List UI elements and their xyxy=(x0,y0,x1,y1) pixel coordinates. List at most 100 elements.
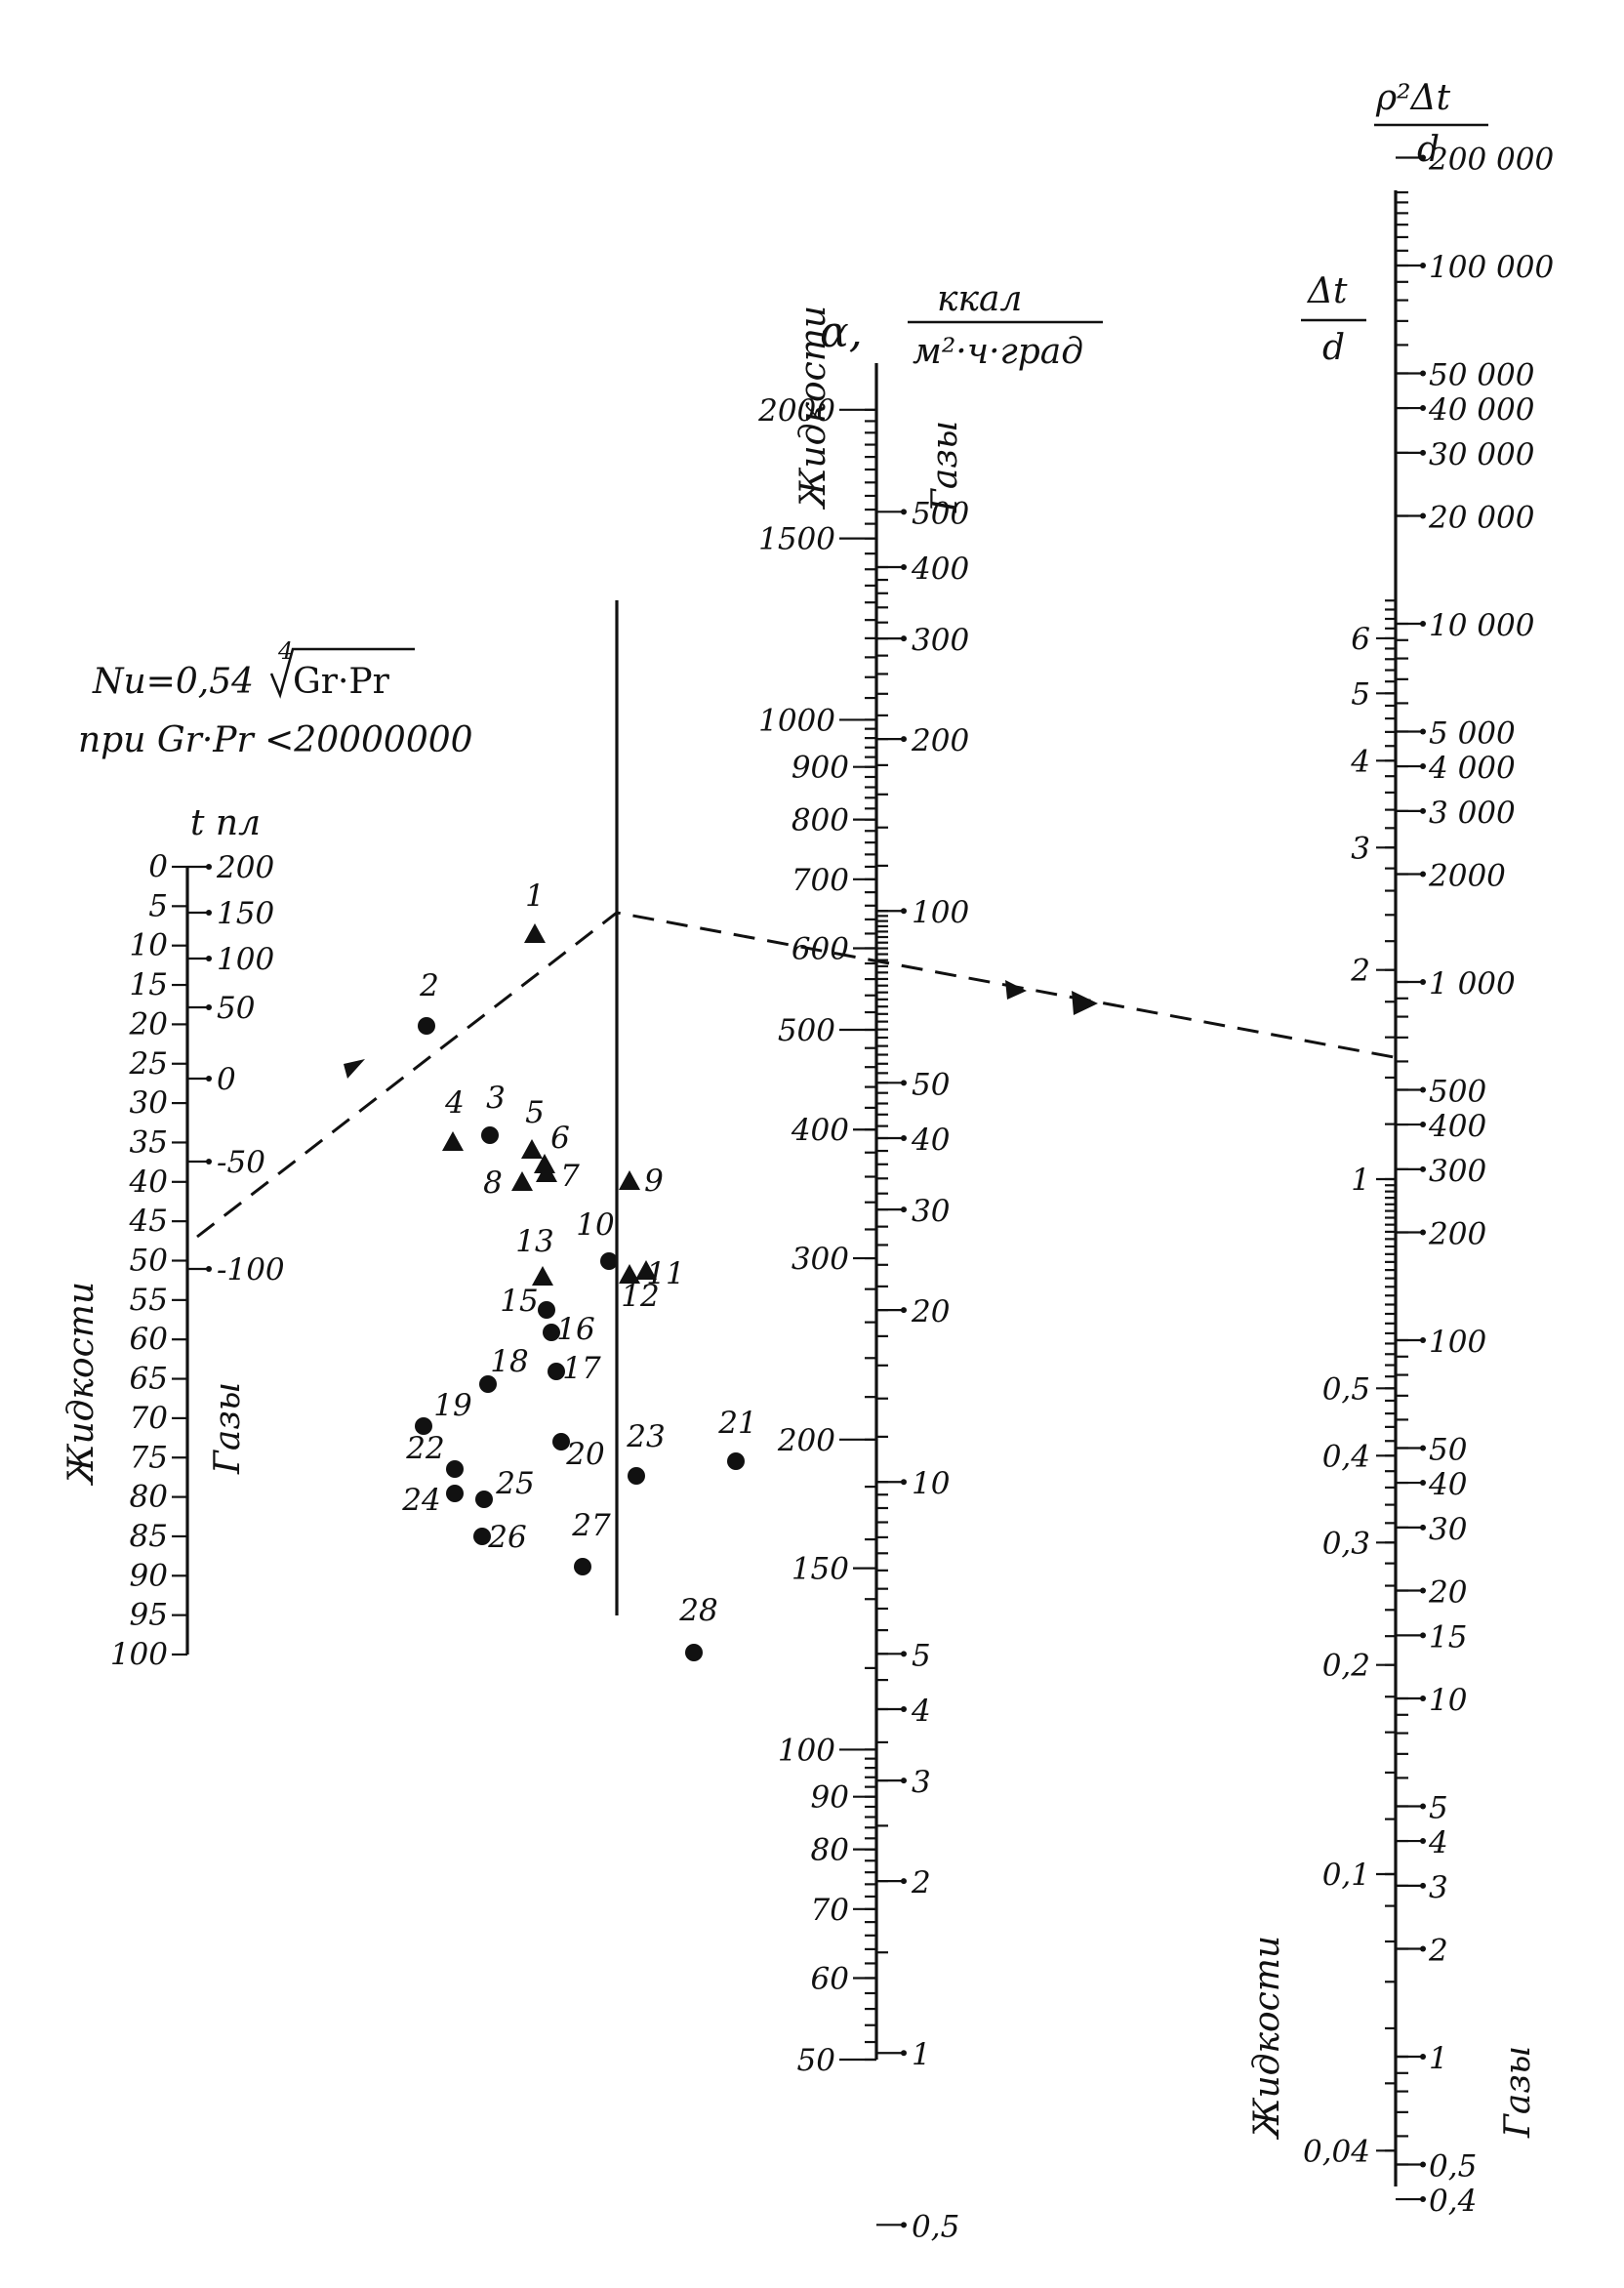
substance-marker-circle xyxy=(600,1252,618,1270)
dt-liquid-tick-label: 3 xyxy=(1351,831,1370,866)
alpha-liquid-tick-label: 800 xyxy=(792,803,849,838)
dt-gas-tick-label: 1 000 xyxy=(1429,966,1516,1001)
alpha-gas-tick-label: 50 xyxy=(912,1067,950,1102)
substance-number: 22 xyxy=(405,1431,444,1466)
substance-marker-circle xyxy=(538,1301,555,1319)
root-sign xyxy=(269,647,415,699)
dt-gas-tick-label: 300 xyxy=(1429,1154,1486,1189)
substance-marker-circle xyxy=(415,1417,432,1435)
dt-gas-tick-label: 2 xyxy=(1428,1934,1448,1969)
t-scale: t пл 05101520253035404550556065707580859… xyxy=(61,803,285,1672)
t-gas-tick-dot xyxy=(206,1266,212,1272)
t-liquid-tick-label: 0 xyxy=(148,849,168,884)
t-gas-tick-label: -100 xyxy=(217,1252,285,1287)
t-liquid-tick-label: 15 xyxy=(130,967,168,1002)
dt-gas-tick-dot xyxy=(1420,1165,1426,1172)
substance-marker-triangle xyxy=(534,1154,555,1173)
substance-marker-circle xyxy=(418,1017,435,1035)
dt-liquid-tick-label: 0,4 xyxy=(1322,1439,1370,1474)
dt-gas-tick-dot xyxy=(1420,2054,1426,2060)
substance-marker-triangle xyxy=(511,1171,533,1191)
t-liquid-tick-label: 30 xyxy=(130,1085,168,1121)
alpha-gas-tick-dot xyxy=(901,908,907,915)
alpha-gas-tick-label: 2 xyxy=(911,1865,931,1900)
key-arrow-right-small xyxy=(1005,980,1027,1000)
dt-gas-tick-dot xyxy=(1420,370,1426,377)
substance-marker-triangle xyxy=(536,1163,557,1182)
alpha-liquid-tick-label: 1000 xyxy=(758,703,835,738)
substance-number: 16 xyxy=(556,1312,594,1347)
alpha-gas-tick-dot xyxy=(901,1479,907,1486)
alpha-liquid-ticks: 2000150010009008007006005004003002001501… xyxy=(757,393,876,2078)
dt-liquid-tick-label: 0,1 xyxy=(1322,1858,1370,1893)
dt-liquid-title-numerator: ρ²Δt xyxy=(1375,78,1451,118)
t-gas-tick-label: 150 xyxy=(217,896,274,931)
alpha-gas-tick-label: 4 xyxy=(911,1694,931,1729)
alpha-liquid-tick-label: 50 xyxy=(797,2043,835,2078)
alpha-gas-tick-label: 300 xyxy=(912,623,969,658)
alpha-liquid-tick-label: 400 xyxy=(791,1113,849,1148)
dt-gas-tick-label: 30 xyxy=(1429,1512,1467,1547)
t-liquid-ticks: 0510152025303540455055606570758085909510… xyxy=(110,849,187,1672)
dt-gas-tick-label: 50 xyxy=(1429,1432,1467,1467)
t-liquid-tick-label: 75 xyxy=(130,1440,168,1475)
alpha-liquid-tick-label: 300 xyxy=(792,1242,849,1277)
dt-gas-tick-label: 50 000 xyxy=(1429,357,1534,392)
dt-gas-tick-dot xyxy=(1420,979,1426,985)
alpha-liquid-tick-label: 70 xyxy=(811,1893,849,1928)
dt-gas-tick-label: 20 xyxy=(1428,1575,1467,1611)
dt-gas-tick-label: 100 000 xyxy=(1429,250,1554,285)
alpha-gas-tick-label: 200 xyxy=(911,723,969,758)
alpha-gas-tick-label: 5 xyxy=(912,1638,931,1673)
t-gas-tick-dot xyxy=(206,1076,212,1082)
alpha-unit-denominator: м²·ч·град xyxy=(913,332,1083,372)
formula-prefix: Nu=0,54 xyxy=(92,662,254,702)
dt-liquid-tick-label: 2 xyxy=(1350,954,1370,989)
dt-gas-tick-label: 5 xyxy=(1429,1790,1448,1825)
dt-gas-title-denominator: d xyxy=(1322,328,1345,368)
t-liquid-tick-label: 10 xyxy=(130,928,168,963)
t-gas-tick-dot xyxy=(206,956,212,961)
dt-liquid-tick-label: 0,04 xyxy=(1303,2134,1370,2169)
alpha-gas-tick-dot xyxy=(901,1080,907,1086)
dt-gas-tick-dot xyxy=(1420,871,1426,878)
t-liquid-tick-label: 90 xyxy=(130,1558,168,1593)
dt-gas-tick-dot xyxy=(1420,1229,1426,1236)
substance-number: 4 xyxy=(444,1085,465,1121)
alpha-liquid-tick-label: 500 xyxy=(778,1013,835,1048)
t-gas-tick-label: 100 xyxy=(217,942,274,977)
substance-number: 13 xyxy=(515,1224,553,1259)
substance-number: 5 xyxy=(525,1095,545,1130)
alpha-liquid-tick-label: 150 xyxy=(792,1552,849,1587)
t-liquid-tick-label: 70 xyxy=(130,1401,168,1436)
t-liquid-tick-label: 60 xyxy=(130,1322,168,1357)
dt-gas-tick-dot xyxy=(1420,512,1426,519)
key-arrow-left xyxy=(344,1059,365,1079)
t-liquid-tick-label: 65 xyxy=(130,1362,168,1397)
t-gas-tick-label: -50 xyxy=(217,1145,265,1180)
dt-gas-tick-label: 10 000 xyxy=(1429,608,1534,643)
substance-marker-circle xyxy=(574,1558,591,1575)
dt-gas-tick-label: 200 000 xyxy=(1428,143,1554,178)
dt-gas-tick-dot xyxy=(1420,1524,1426,1531)
substance-number: 6 xyxy=(550,1121,570,1156)
dt-gas-title-numerator: Δt xyxy=(1306,271,1348,311)
substance-marker-triangle xyxy=(619,1264,640,1284)
dt-gas-tick-label: 20 000 xyxy=(1428,501,1534,536)
dt-gas-tick-dot xyxy=(1420,1337,1426,1343)
alpha-gas-tick-label: 1 xyxy=(912,2037,931,2072)
alpha-liquid-tick-label: 80 xyxy=(811,1833,849,1868)
substance-number: 20 xyxy=(565,1437,604,1472)
dt-gas-tick-dot xyxy=(1420,1803,1426,1810)
dt-gas-tick-label: 0,4 xyxy=(1429,2184,1477,2219)
alpha-gas-tick-dot xyxy=(901,736,907,743)
dt-gas-tick-dot xyxy=(1420,405,1426,412)
t-liquid-tick-label: 50 xyxy=(130,1244,168,1279)
alpha-gas-tick-dot xyxy=(901,564,907,571)
alpha-gas-tick-dot xyxy=(901,1878,907,1885)
dt-gas-tick-dot xyxy=(1420,1480,1426,1487)
t-gas-tick-label: 50 xyxy=(217,991,255,1026)
